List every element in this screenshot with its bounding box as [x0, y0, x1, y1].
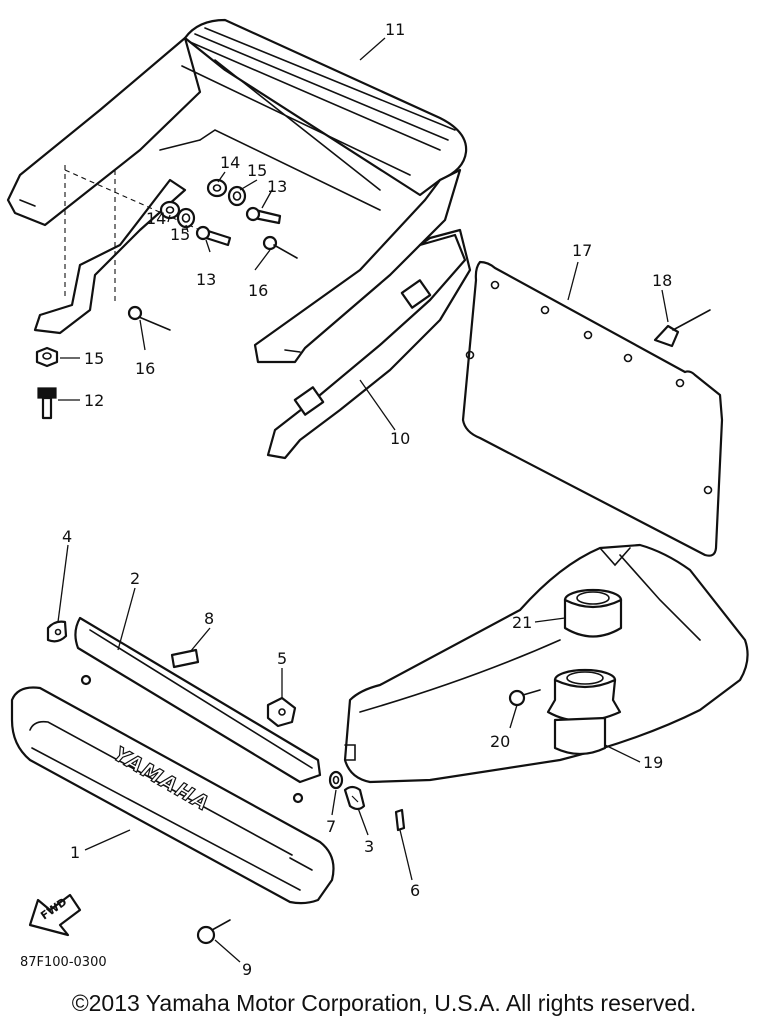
- part-1-front-cover: YAMAHA: [10, 686, 335, 905]
- callout-4: 4: [62, 527, 72, 546]
- part-21-cap: [563, 588, 623, 638]
- callout-10: 10: [390, 429, 410, 448]
- part-11-handle-bar: [6, 18, 468, 364]
- forward-direction-arrow: FWD: [28, 893, 82, 937]
- diagram-code: 87F100-0300: [20, 955, 107, 970]
- callout-9: 9: [242, 960, 252, 979]
- callout-19: 19: [643, 753, 663, 772]
- callout-8: 8: [204, 609, 214, 628]
- callout-15-mid: 15: [170, 225, 190, 244]
- fuel-tank-body: [343, 543, 749, 784]
- leader-lines: [57, 37, 669, 963]
- callout-18: 18: [652, 271, 672, 290]
- callout-13-bottom: 13: [196, 270, 216, 289]
- callout-14-bottom: 14: [146, 209, 166, 228]
- part-17-panel: [461, 260, 724, 557]
- callout-numbers: 11 14 15 13 14 15 13 16 16 15 12 10 17 1…: [62, 20, 672, 979]
- callout-17: 17: [572, 241, 592, 260]
- part-3-hook: [343, 785, 366, 811]
- callout-14-top: 14: [220, 153, 240, 172]
- part-6-clip: [394, 808, 406, 832]
- callout-20: 20: [490, 732, 510, 751]
- callout-11: 11: [385, 20, 405, 39]
- part-11-left-bracket: [33, 165, 201, 335]
- callout-7: 7: [326, 817, 336, 836]
- callout-2: 2: [130, 569, 140, 588]
- part-10-bracket: [266, 228, 472, 460]
- callout-5: 5: [277, 649, 287, 668]
- part-4-clip: [46, 620, 68, 643]
- part-8-label: [170, 648, 200, 669]
- copyright-notice: ©2013 Yamaha Motor Corporation, U.S.A. A…: [71, 990, 697, 1016]
- part-2-plate: [74, 616, 322, 804]
- hardware-washers-bolts: [35, 178, 298, 420]
- callout-12: 12: [84, 391, 104, 410]
- part-19-filler-neck: [546, 668, 622, 756]
- part-5-fastener: [266, 696, 297, 728]
- callout-15-top: 15: [247, 161, 267, 180]
- callout-13-top: 13: [267, 177, 287, 196]
- callout-6: 6: [410, 881, 420, 900]
- part-7-washer: [328, 770, 344, 790]
- callout-15-bottom: 15: [84, 349, 104, 368]
- callout-1: 1: [70, 843, 80, 862]
- callout-16-bottom: 16: [135, 359, 155, 378]
- part-9-screw: [196, 919, 231, 945]
- callout-3: 3: [364, 837, 374, 856]
- callout-16-top: 16: [248, 281, 268, 300]
- callout-21: 21: [512, 613, 532, 632]
